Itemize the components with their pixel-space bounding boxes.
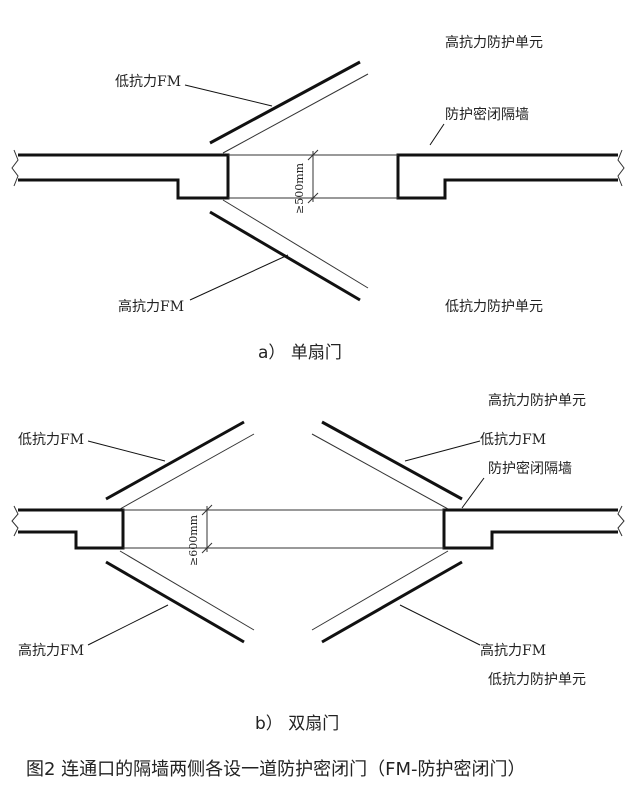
leader-low-fm-a — [184, 84, 273, 107]
leader-high-fm-right-b — [399, 604, 481, 646]
label-low-fm-a: 低抗力FM — [115, 74, 181, 90]
low-fm-door-right-b — [321, 420, 463, 501]
dimension-label-b: ≥600mm — [187, 514, 200, 566]
diagram-a: ≥500mm 高抗力防护单元 低抗力FM 防护密闭隔墙 高抗力FM 低抗力防护单… — [11, 34, 625, 363]
label-low-fm-left-b: 低抗力FM — [18, 432, 84, 448]
dimension-label-a: ≥500mm — [293, 162, 306, 214]
label-wall-b: 防护密闭隔墙 — [488, 460, 572, 477]
low-fm-door-right-inner-b — [311, 433, 449, 510]
leader-high-fm-a — [189, 254, 289, 301]
low-fm-door-left-inner-b — [119, 433, 255, 510]
diagram-b: ≥600mm 高抗力防护单元 低抗力FM 低抗力FM 防护密闭隔墙 高抗力FM … — [11, 392, 625, 734]
dimension-tick-bottom-b — [201, 542, 213, 554]
leader-high-fm-left-b — [87, 604, 169, 646]
label-low-unit-a: 低抗力防护单元 — [445, 299, 543, 315]
low-fm-door-left-b — [105, 420, 245, 501]
figure-caption: 图2 连通口的隔墙两侧各设一道防护密闭门（FM-防护密闭门） — [26, 759, 526, 780]
left-wall-a — [18, 153, 230, 200]
label-high-fm-left-b: 高抗力FM — [18, 642, 84, 659]
leader-wall-b — [461, 477, 485, 509]
leader-low-fm-left-b — [87, 440, 166, 462]
low-fm-door-a — [209, 60, 361, 145]
label-low-unit-b: 低抗力防护单元 — [488, 672, 586, 688]
high-fm-door-inner-a — [222, 199, 369, 289]
label-high-unit-a: 高抗力防护单元 — [445, 34, 543, 51]
dimension-tick-top-b — [201, 504, 213, 516]
right-wall-b — [442, 508, 618, 550]
leader-low-fm-right-b — [404, 440, 481, 462]
label-high-fm-right-b: 高抗力FM — [480, 642, 546, 659]
high-fm-door-right-b — [321, 560, 463, 644]
left-wall-b — [18, 508, 125, 550]
low-fm-door-inner-a — [222, 73, 369, 154]
high-fm-door-right-inner-b — [311, 550, 449, 631]
high-fm-door-left-b — [105, 560, 245, 644]
high-fm-door-left-inner-b — [119, 550, 255, 631]
label-wall-a: 防护密闭隔墙 — [445, 106, 529, 123]
label-high-unit-b: 高抗力防护单元 — [488, 392, 586, 409]
caption-b: b） 双扇门 — [255, 714, 339, 734]
caption-a: a） 单扇门 — [258, 343, 342, 363]
break-mark-right-b — [617, 505, 625, 537]
break-mark-right-a — [617, 149, 625, 187]
dimension-tick-top-a — [307, 149, 319, 161]
break-mark-left-b — [11, 505, 19, 537]
label-low-fm-right-b: 低抗力FM — [480, 432, 546, 448]
leader-wall-a — [429, 123, 445, 146]
right-wall-a — [396, 153, 618, 200]
label-high-fm-a: 高抗力FM — [118, 298, 184, 315]
dimension-tick-bottom-a — [307, 192, 319, 204]
break-mark-left-a — [11, 149, 19, 187]
